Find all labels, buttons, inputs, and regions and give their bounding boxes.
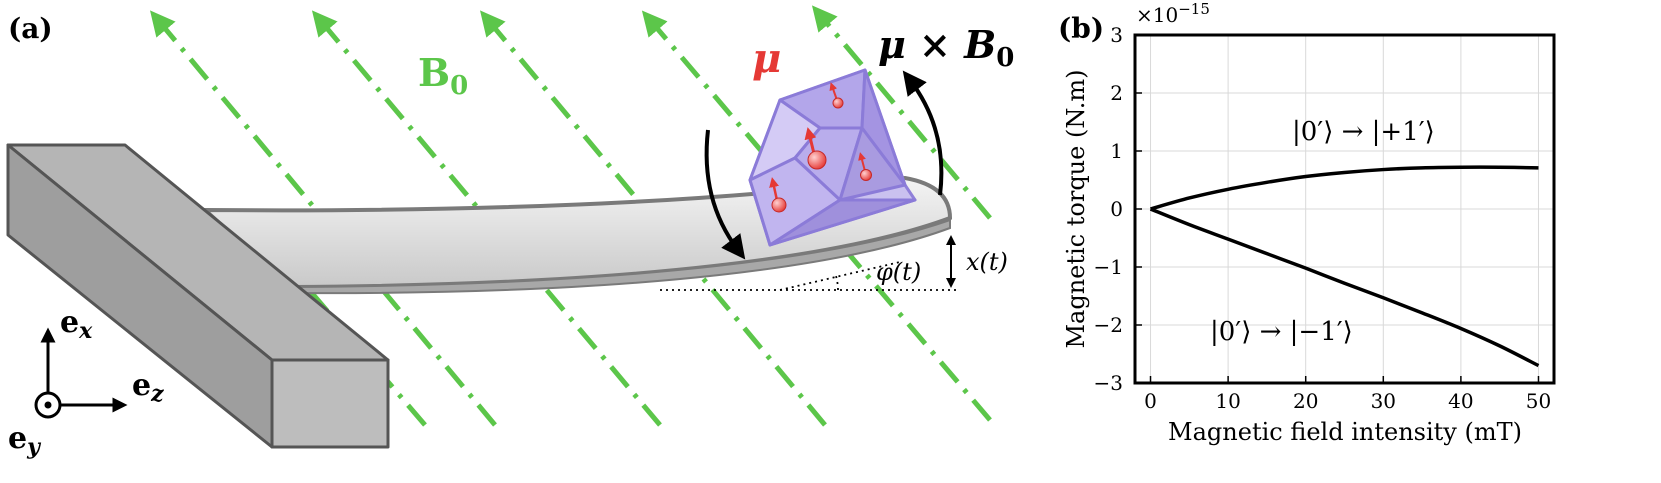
series-label-plus: |0′⟩ → |+1′⟩ bbox=[1292, 117, 1435, 147]
series-line-2 bbox=[1149, 207, 1540, 368]
torque-arrow-left bbox=[704, 129, 746, 260]
ticks: 0 10 20 30 40 50 −3 −2 −1 0 1 2 3 bbox=[1094, 23, 1552, 413]
spin-4 bbox=[858, 152, 872, 181]
x-tick-label: 30 bbox=[1371, 389, 1396, 413]
x-tick-label: 50 bbox=[1526, 389, 1551, 413]
support-block bbox=[6, 143, 390, 449]
y-tick-label: 3 bbox=[1110, 23, 1123, 47]
field-label: B0 bbox=[418, 50, 468, 101]
coordinate-axes bbox=[34, 327, 128, 419]
spin-3 bbox=[829, 82, 844, 109]
x-tick-label: 0 bbox=[1144, 389, 1157, 413]
plot-frame bbox=[1133, 33, 1556, 385]
spin-1 bbox=[804, 127, 827, 170]
angle-guides bbox=[660, 261, 958, 291]
panel-a: (a) B0 φ(t) bbox=[6, 5, 1014, 460]
y-tick-label: −3 bbox=[1094, 371, 1123, 395]
torque-arrow-right bbox=[902, 70, 944, 196]
multiplier-label: ×10−15 bbox=[1136, 0, 1210, 27]
y-tick-label: −2 bbox=[1094, 313, 1123, 337]
spins bbox=[769, 82, 872, 213]
field-line-5 bbox=[811, 5, 992, 220]
displacement-label: x(t) bbox=[966, 248, 1008, 276]
spin-2 bbox=[769, 177, 787, 213]
x-axis-label: Magnetic field intensity (mT) bbox=[1168, 418, 1522, 446]
axis-x-label: ex bbox=[60, 305, 93, 344]
axis-z-label: ez bbox=[132, 368, 164, 407]
panel-b-label: (b) bbox=[1058, 12, 1104, 45]
series-label-minus: |0′⟩ → |−1′⟩ bbox=[1210, 317, 1353, 347]
series-line-1 bbox=[1150, 165, 1539, 211]
x-tick-label: 20 bbox=[1293, 389, 1318, 413]
series bbox=[1149, 165, 1540, 368]
axis-y-label: ey bbox=[8, 421, 42, 460]
x-tick-label: 40 bbox=[1448, 389, 1473, 413]
y-tick-label: 2 bbox=[1110, 81, 1123, 105]
angle-label: φ(t) bbox=[876, 258, 921, 286]
y-tick-label: 1 bbox=[1110, 139, 1123, 163]
torque-label: μ × B0 bbox=[878, 22, 1014, 73]
panel-b: (b) ×10−15 0 10 20 30 40 50 −3 −2 −1 0 1 2 3 |0′⟩ → … bbox=[1058, 0, 1556, 446]
y-tick-label: 0 bbox=[1110, 197, 1123, 221]
y-axis-label: Magnetic torque (N.m) bbox=[1062, 69, 1090, 348]
y-tick-label: −1 bbox=[1094, 255, 1123, 279]
x-tick-label: 10 bbox=[1215, 389, 1240, 413]
mu-label: μ bbox=[752, 35, 781, 82]
panel-a-label: (a) bbox=[8, 12, 53, 45]
